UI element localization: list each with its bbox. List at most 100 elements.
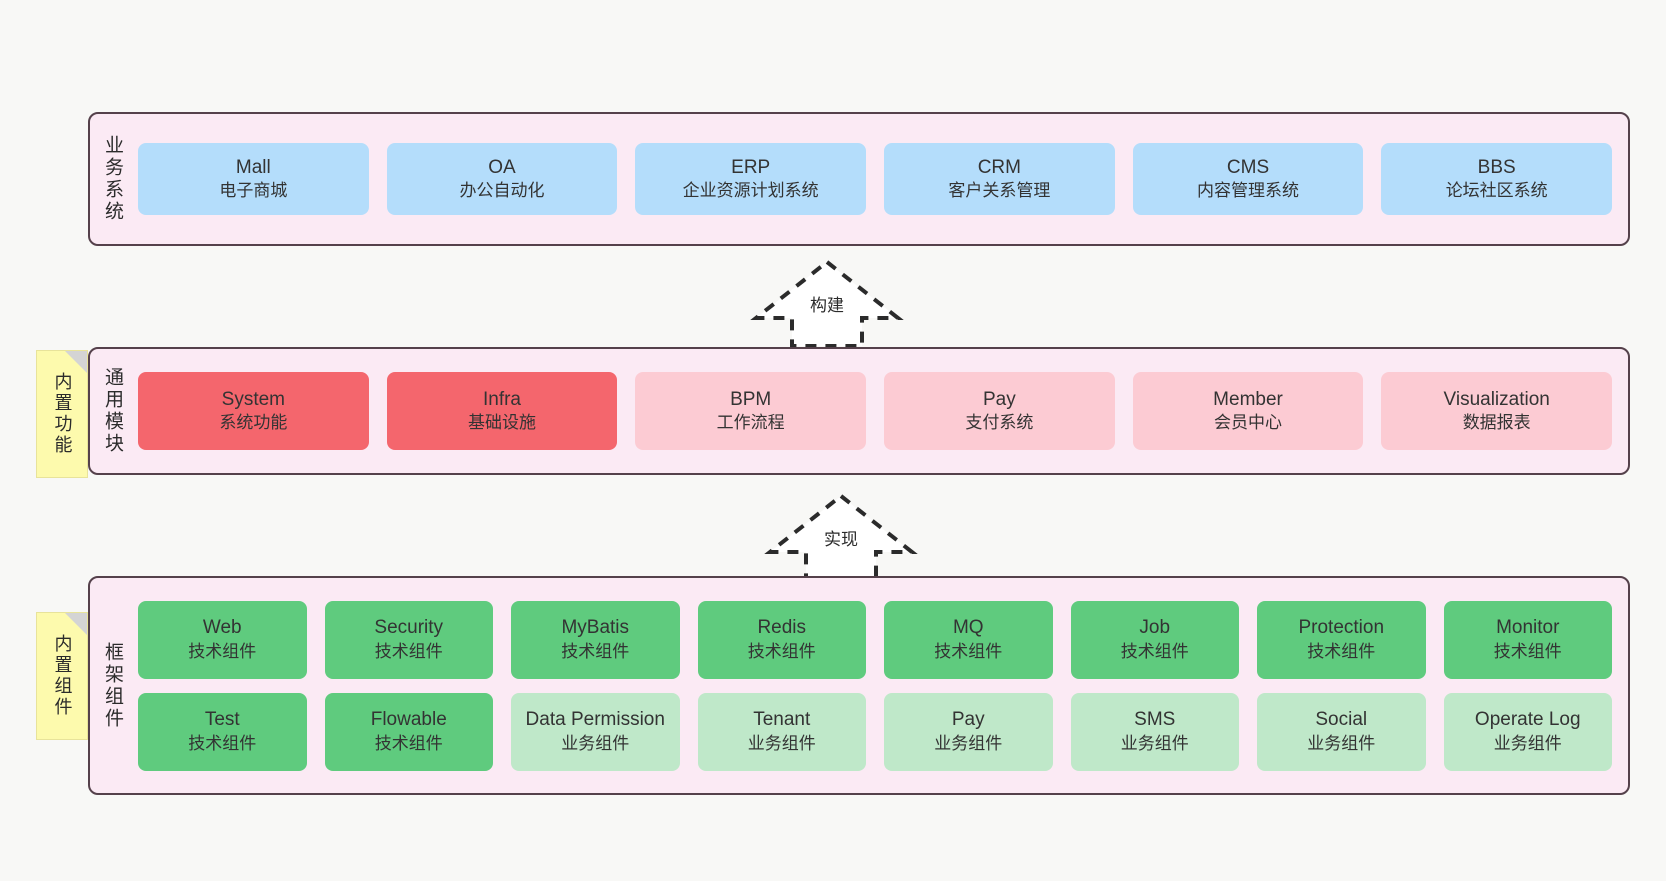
note-builtin-component: 内置组件 — [36, 612, 88, 740]
card-subtitle: 技术组件 — [1307, 641, 1376, 661]
card-infra[interactable]: Infra 基础设施 — [386, 372, 618, 450]
card-monitor[interactable]: Monitor 技术组件 — [1443, 600, 1612, 679]
card-subtitle: 客户关系管理 — [948, 181, 1051, 201]
card-visualization[interactable]: Visualization 数据报表 — [1381, 372, 1613, 450]
card-title: CRM — [977, 156, 1021, 178]
card-row: Test 技术组件 Flowable 技术组件 Data Permission … — [138, 692, 1612, 771]
card-oa[interactable]: OA 办公自动化 — [386, 143, 618, 215]
realize-arrow-shape — [764, 493, 918, 582]
card-cms[interactable]: CMS 内容管理系统 — [1132, 143, 1364, 215]
card-subtitle: 数据报表 — [1462, 413, 1531, 433]
card-title: Mall — [235, 156, 271, 178]
layer-body-business-systems: Mall 电子商城 OA 办公自动化 ERP 企业资源计划系统 CRM 客户关系… — [134, 114, 1628, 244]
card-sms[interactable]: SMS 业务组件 — [1070, 692, 1239, 771]
layer-framework-components: 框架组件 Web 技术组件 Security 技术组件 MyBatis 技术组件… — [88, 576, 1630, 795]
card-mq[interactable]: MQ 技术组件 — [884, 600, 1053, 679]
card-title: BBS — [1477, 156, 1516, 178]
card-subtitle: 技术组件 — [561, 641, 630, 661]
card-subtitle: 技术组件 — [934, 641, 1003, 661]
card-title: BPM — [730, 388, 772, 410]
card-title: Pay — [951, 709, 985, 731]
card-subtitle: 工作流程 — [716, 413, 785, 433]
card-web[interactable]: Web 技术组件 — [138, 600, 307, 679]
card-bbs[interactable]: BBS 论坛社区系统 — [1381, 143, 1613, 215]
card-row: System 系统功能 Infra 基础设施 BPM 工作流程 Pay 支付系统… — [138, 372, 1613, 450]
card-subtitle: 企业资源计划系统 — [682, 181, 819, 201]
card-mall[interactable]: Mall 电子商城 — [138, 143, 369, 215]
layer-title-framework-components: 框架组件 — [101, 641, 123, 730]
card-title: Security — [374, 617, 444, 639]
card-title: Member — [1213, 388, 1283, 410]
card-title: Test — [204, 709, 240, 731]
card-crm[interactable]: CRM 客户关系管理 — [884, 143, 1115, 215]
card-tenant[interactable]: Tenant 业务组件 — [697, 692, 866, 771]
card-title: MQ — [952, 617, 984, 639]
card-row: Web 技术组件 Security 技术组件 MyBatis 技术组件 Redi… — [138, 600, 1612, 679]
card-title: ERP — [731, 156, 771, 178]
card-title: Social — [1315, 709, 1368, 731]
card-member[interactable]: Member 会员中心 — [1132, 372, 1364, 450]
card-subtitle: 技术组件 — [1493, 641, 1562, 661]
card-subtitle: 技术组件 — [374, 733, 443, 753]
card-title: CMS — [1226, 156, 1270, 178]
card-system[interactable]: System 系统功能 — [138, 372, 369, 450]
card-bpm[interactable]: BPM 工作流程 — [635, 372, 867, 450]
card-data-permission[interactable]: Data Permission 业务组件 — [511, 692, 680, 771]
build-arrow-shape — [750, 259, 904, 348]
card-redis[interactable]: Redis 技术组件 — [697, 600, 866, 679]
card-pay-component[interactable]: Pay 业务组件 — [884, 692, 1053, 771]
card-subtitle: 技术组件 — [188, 641, 257, 661]
layer-common-modules: 通用模块 System 系统功能 Infra 基础设施 BPM 工作流程 Pay… — [88, 347, 1630, 475]
card-title: Tenant — [753, 709, 811, 731]
card-subtitle: 技术组件 — [747, 641, 816, 661]
card-title: SMS — [1134, 709, 1176, 731]
card-security[interactable]: Security 技术组件 — [324, 600, 493, 679]
card-subtitle: 业务组件 — [934, 733, 1003, 753]
card-title: Web — [202, 617, 242, 639]
card-title: OA — [488, 156, 516, 178]
card-subtitle: 基础设施 — [468, 413, 536, 433]
build-arrow: 构建 — [750, 258, 904, 350]
card-social[interactable]: Social 业务组件 — [1257, 692, 1426, 771]
card-title: Flowable — [370, 709, 447, 731]
card-subtitle: 系统功能 — [219, 413, 288, 433]
note-builtin-function: 内置功能 — [36, 350, 88, 478]
card-title: Protection — [1298, 617, 1385, 639]
card-subtitle: 会员中心 — [1214, 413, 1283, 433]
card-title: Redis — [757, 617, 807, 639]
card-title: System — [221, 388, 286, 410]
card-title: MyBatis — [561, 617, 630, 639]
card-erp[interactable]: ERP 企业资源计划系统 — [635, 143, 867, 215]
card-subtitle: 内容管理系统 — [1197, 181, 1300, 201]
card-operate-log[interactable]: Operate Log 业务组件 — [1443, 692, 1612, 771]
card-subtitle: 业务组件 — [1307, 733, 1376, 753]
card-protection[interactable]: Protection 技术组件 — [1257, 600, 1426, 679]
card-title: Visualization — [1443, 388, 1550, 410]
layer-body-common-modules: System 系统功能 Infra 基础设施 BPM 工作流程 Pay 支付系统… — [134, 349, 1628, 473]
layer-title-common-modules: 通用模块 — [101, 367, 123, 455]
card-subtitle: 业务组件 — [1493, 733, 1562, 753]
card-subtitle: 技术组件 — [374, 641, 443, 661]
card-job[interactable]: Job 技术组件 — [1070, 600, 1239, 679]
card-row: Mall 电子商城 OA 办公自动化 ERP 企业资源计划系统 CRM 客户关系… — [138, 143, 1613, 215]
card-flowable[interactable]: Flowable 技术组件 — [324, 692, 493, 771]
card-mybatis[interactable]: MyBatis 技术组件 — [511, 600, 680, 679]
card-subtitle: 电子商城 — [219, 181, 288, 201]
card-subtitle: 技术组件 — [188, 733, 257, 753]
card-subtitle: 业务组件 — [747, 733, 816, 753]
card-subtitle: 办公自动化 — [459, 181, 545, 201]
card-subtitle: 论坛社区系统 — [1445, 181, 1548, 201]
layer-business-systems: 业务系统 Mall 电子商城 OA 办公自动化 ERP 企业资源计划系统 CRM… — [88, 112, 1630, 246]
card-subtitle: 业务组件 — [1120, 733, 1189, 753]
layer-body-framework-components: Web 技术组件 Security 技术组件 MyBatis 技术组件 Redi… — [134, 578, 1628, 793]
realize-arrow: 实现 — [764, 492, 918, 584]
card-title: Pay — [982, 388, 1016, 410]
card-pay[interactable]: Pay 支付系统 — [884, 372, 1115, 450]
card-title: Operate Log — [1474, 709, 1581, 731]
card-title: Job — [1139, 617, 1171, 639]
card-test[interactable]: Test 技术组件 — [138, 692, 307, 771]
card-title: Monitor — [1496, 617, 1560, 639]
card-subtitle: 技术组件 — [1120, 641, 1189, 661]
card-subtitle: 支付系统 — [965, 413, 1034, 433]
